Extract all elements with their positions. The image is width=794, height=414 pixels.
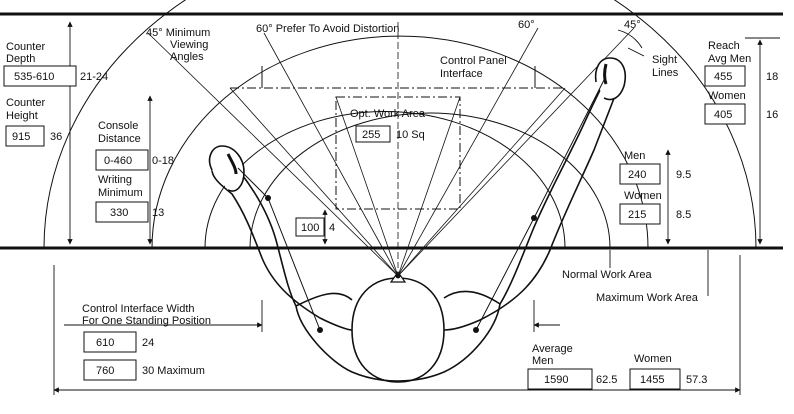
counter-depth-label-1: Counter xyxy=(6,41,45,53)
ciw-label-2: For One Standing Position xyxy=(82,315,211,327)
control-panel-label-1: Control Panel xyxy=(440,55,507,67)
left-arm xyxy=(211,158,353,331)
top-60-label: 60° xyxy=(518,19,535,31)
prefer-avoid-label: 60° Prefer To Avoid Distortion xyxy=(256,23,399,35)
counter-depth-mm: 535-610 xyxy=(14,71,54,83)
min-viewing-label-2: Viewing xyxy=(170,39,208,51)
writing-min-mm: 330 xyxy=(110,207,128,219)
reach-men-mm: 455 xyxy=(714,71,732,83)
maximum-work-area-label: Maximum Work Area xyxy=(596,292,699,304)
top-45-label: 45° xyxy=(624,19,641,31)
left-thumb xyxy=(226,153,238,175)
average-men-label-1: Average xyxy=(532,343,573,355)
average-men-label-2: Men xyxy=(532,355,553,367)
writing-minimum-label-1: Writing xyxy=(98,174,132,186)
reach-men-in: 18 xyxy=(766,71,778,83)
writing-min-in: 13 xyxy=(152,207,164,219)
men-mid-label: Men xyxy=(624,150,645,162)
writing-minimum-label-2: Minimum xyxy=(98,187,143,199)
torso-outline xyxy=(295,303,501,382)
ciw-label-1: Control Interface Width xyxy=(82,303,195,315)
ciw-in: 24 xyxy=(142,337,154,349)
women-mid-in: 8.5 xyxy=(676,209,691,221)
angle-45-arc xyxy=(617,29,643,49)
opt-work-area-label: Opt. Work Area xyxy=(350,108,426,120)
women-bottom-in: 57.3 xyxy=(686,374,707,386)
reach-avg-men-label-1: Reach xyxy=(708,40,740,52)
reach-avg-men-label-2: Avg Men xyxy=(708,53,751,65)
men-mid-in: 9.5 xyxy=(676,169,691,181)
eye-point xyxy=(395,273,401,279)
maximum-work-area-arc xyxy=(43,0,757,249)
ciw-max-mm: 760 xyxy=(96,365,114,377)
min-viewing-label-3: Angles xyxy=(170,51,204,63)
console-distance-in: 0-18 xyxy=(152,155,174,167)
sight-lines xyxy=(147,27,635,277)
value-boxes xyxy=(3,65,746,390)
sight-lines-leader xyxy=(627,47,645,57)
console-distance-label-1: Console xyxy=(98,120,138,132)
control-panel-label-2: Interface xyxy=(440,68,483,80)
women-bottom-mm: 1455 xyxy=(640,374,664,386)
right-thumb xyxy=(603,63,608,85)
head xyxy=(351,277,445,383)
normal-work-area-label: Normal Work Area xyxy=(562,269,653,281)
min-viewing-label-1: 45° Minimum xyxy=(146,27,210,39)
counter-depth-label-2: Depth xyxy=(6,53,35,65)
right-shoulder-joint xyxy=(473,327,479,333)
control-panel-interface-line xyxy=(230,66,565,89)
ciw-max-in: 30 Maximum xyxy=(142,365,205,377)
avg-men-mm: 1590 xyxy=(544,374,568,386)
right-hand xyxy=(594,57,626,101)
console-distance-label-2: Distance xyxy=(98,133,141,145)
counter-height-mm: 915 xyxy=(12,131,30,143)
ciw-mm: 610 xyxy=(96,337,114,349)
normal-work-area-arc-right xyxy=(249,112,611,249)
reach-women-label: Women xyxy=(708,90,746,102)
joints xyxy=(265,195,537,333)
counter-height-in: 36 xyxy=(50,131,62,143)
counter-height-label-1: Counter xyxy=(6,97,45,109)
reach-women-mm: 405 xyxy=(714,109,732,121)
women-mid-mm: 215 xyxy=(628,209,646,221)
opt-area-mm: 255 xyxy=(362,129,380,141)
avg-men-in: 62.5 xyxy=(596,374,617,386)
counter-height-label-2: Height xyxy=(6,110,38,122)
women-bottom-label: Women xyxy=(634,353,672,365)
opt-area-in: 10 Sq xyxy=(396,129,425,141)
dimension-lines xyxy=(53,21,780,395)
left-elbow-joint xyxy=(265,195,271,201)
right-elbow-joint xyxy=(531,215,537,221)
sight-lines-label-2: Lines xyxy=(652,67,679,79)
reach-women-in: 16 xyxy=(766,109,778,121)
reach-arcs xyxy=(43,0,757,249)
men-mid-mm: 240 xyxy=(628,169,646,181)
console-distance-mm: 0-460 xyxy=(104,155,132,167)
left-shoulder-joint xyxy=(317,327,323,333)
women-mid-label: Women xyxy=(624,190,662,202)
women-reach-arc xyxy=(151,35,649,249)
shoulders xyxy=(295,290,501,307)
sight-lines-label-1: Sight xyxy=(652,54,677,66)
counter-depth-in: 21-24 xyxy=(80,71,108,83)
left-hand xyxy=(208,145,245,192)
small-mm: 100 xyxy=(301,222,319,234)
opt-work-area-box xyxy=(335,96,461,210)
small-in: 4 xyxy=(329,222,335,234)
